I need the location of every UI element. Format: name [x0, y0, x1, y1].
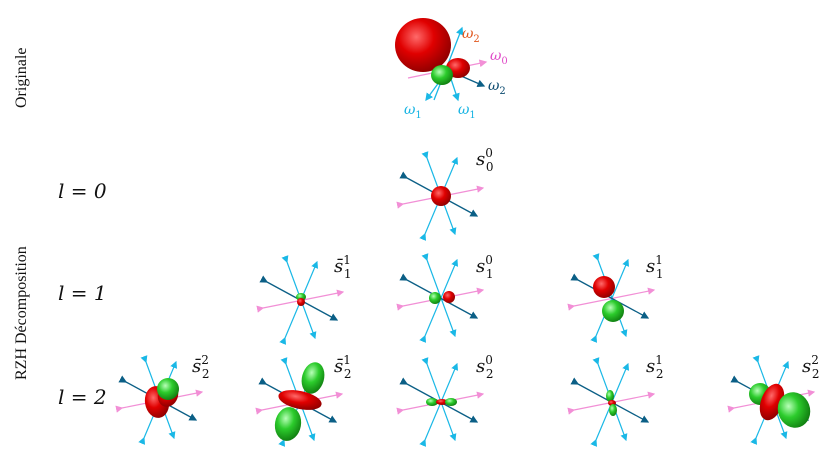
original-label-omega2-right: ω2 — [488, 78, 506, 97]
glyph-s-1-1 — [574, 260, 654, 336]
lobe-green-bottom — [609, 404, 617, 416]
lobe-green-top — [298, 360, 328, 397]
row-label-l2: l = 2 — [58, 385, 107, 409]
original-label-omega1-right: ω1 — [458, 102, 476, 121]
glyph-sbar-2-1 — [262, 360, 342, 443]
glyph-s-0-0 — [403, 158, 483, 234]
lobe-green-right — [445, 398, 457, 406]
glyph-s-2-1 — [574, 364, 654, 440]
glyph-s-2-0 — [403, 364, 483, 440]
axis-cross — [403, 260, 483, 336]
side-label-original: Originale — [13, 48, 30, 108]
lobe-red — [431, 186, 451, 206]
row-label-l1: l = 1 — [58, 281, 107, 305]
original-label-omega0: ω0 — [490, 48, 508, 67]
side-label-decomposition: RZH Décomposition — [13, 246, 30, 380]
lobe-green — [602, 300, 624, 322]
row-label-l0: l = 0 — [58, 179, 107, 203]
original-green-lobe — [431, 65, 453, 85]
lobe-red — [297, 298, 305, 306]
glyph-sbar-2-2 — [122, 362, 202, 438]
original-glyph: ω2 ω0 ω2 ω1 ω1 — [395, 18, 508, 121]
lobe-red — [443, 291, 455, 303]
lobe-green — [429, 292, 441, 304]
glyph-s-1-0 — [403, 260, 483, 336]
axis-cross — [574, 260, 654, 336]
original-label-omega1-left: ω1 — [404, 102, 422, 121]
glyph-sbar-1-1 — [263, 262, 343, 338]
original-red-lobe-large — [395, 18, 451, 72]
lobe-green-bottom — [272, 405, 304, 443]
lobe-red — [593, 276, 615, 298]
original-label-omega2-top: ω2 — [462, 26, 480, 45]
lobe-green — [157, 378, 179, 400]
